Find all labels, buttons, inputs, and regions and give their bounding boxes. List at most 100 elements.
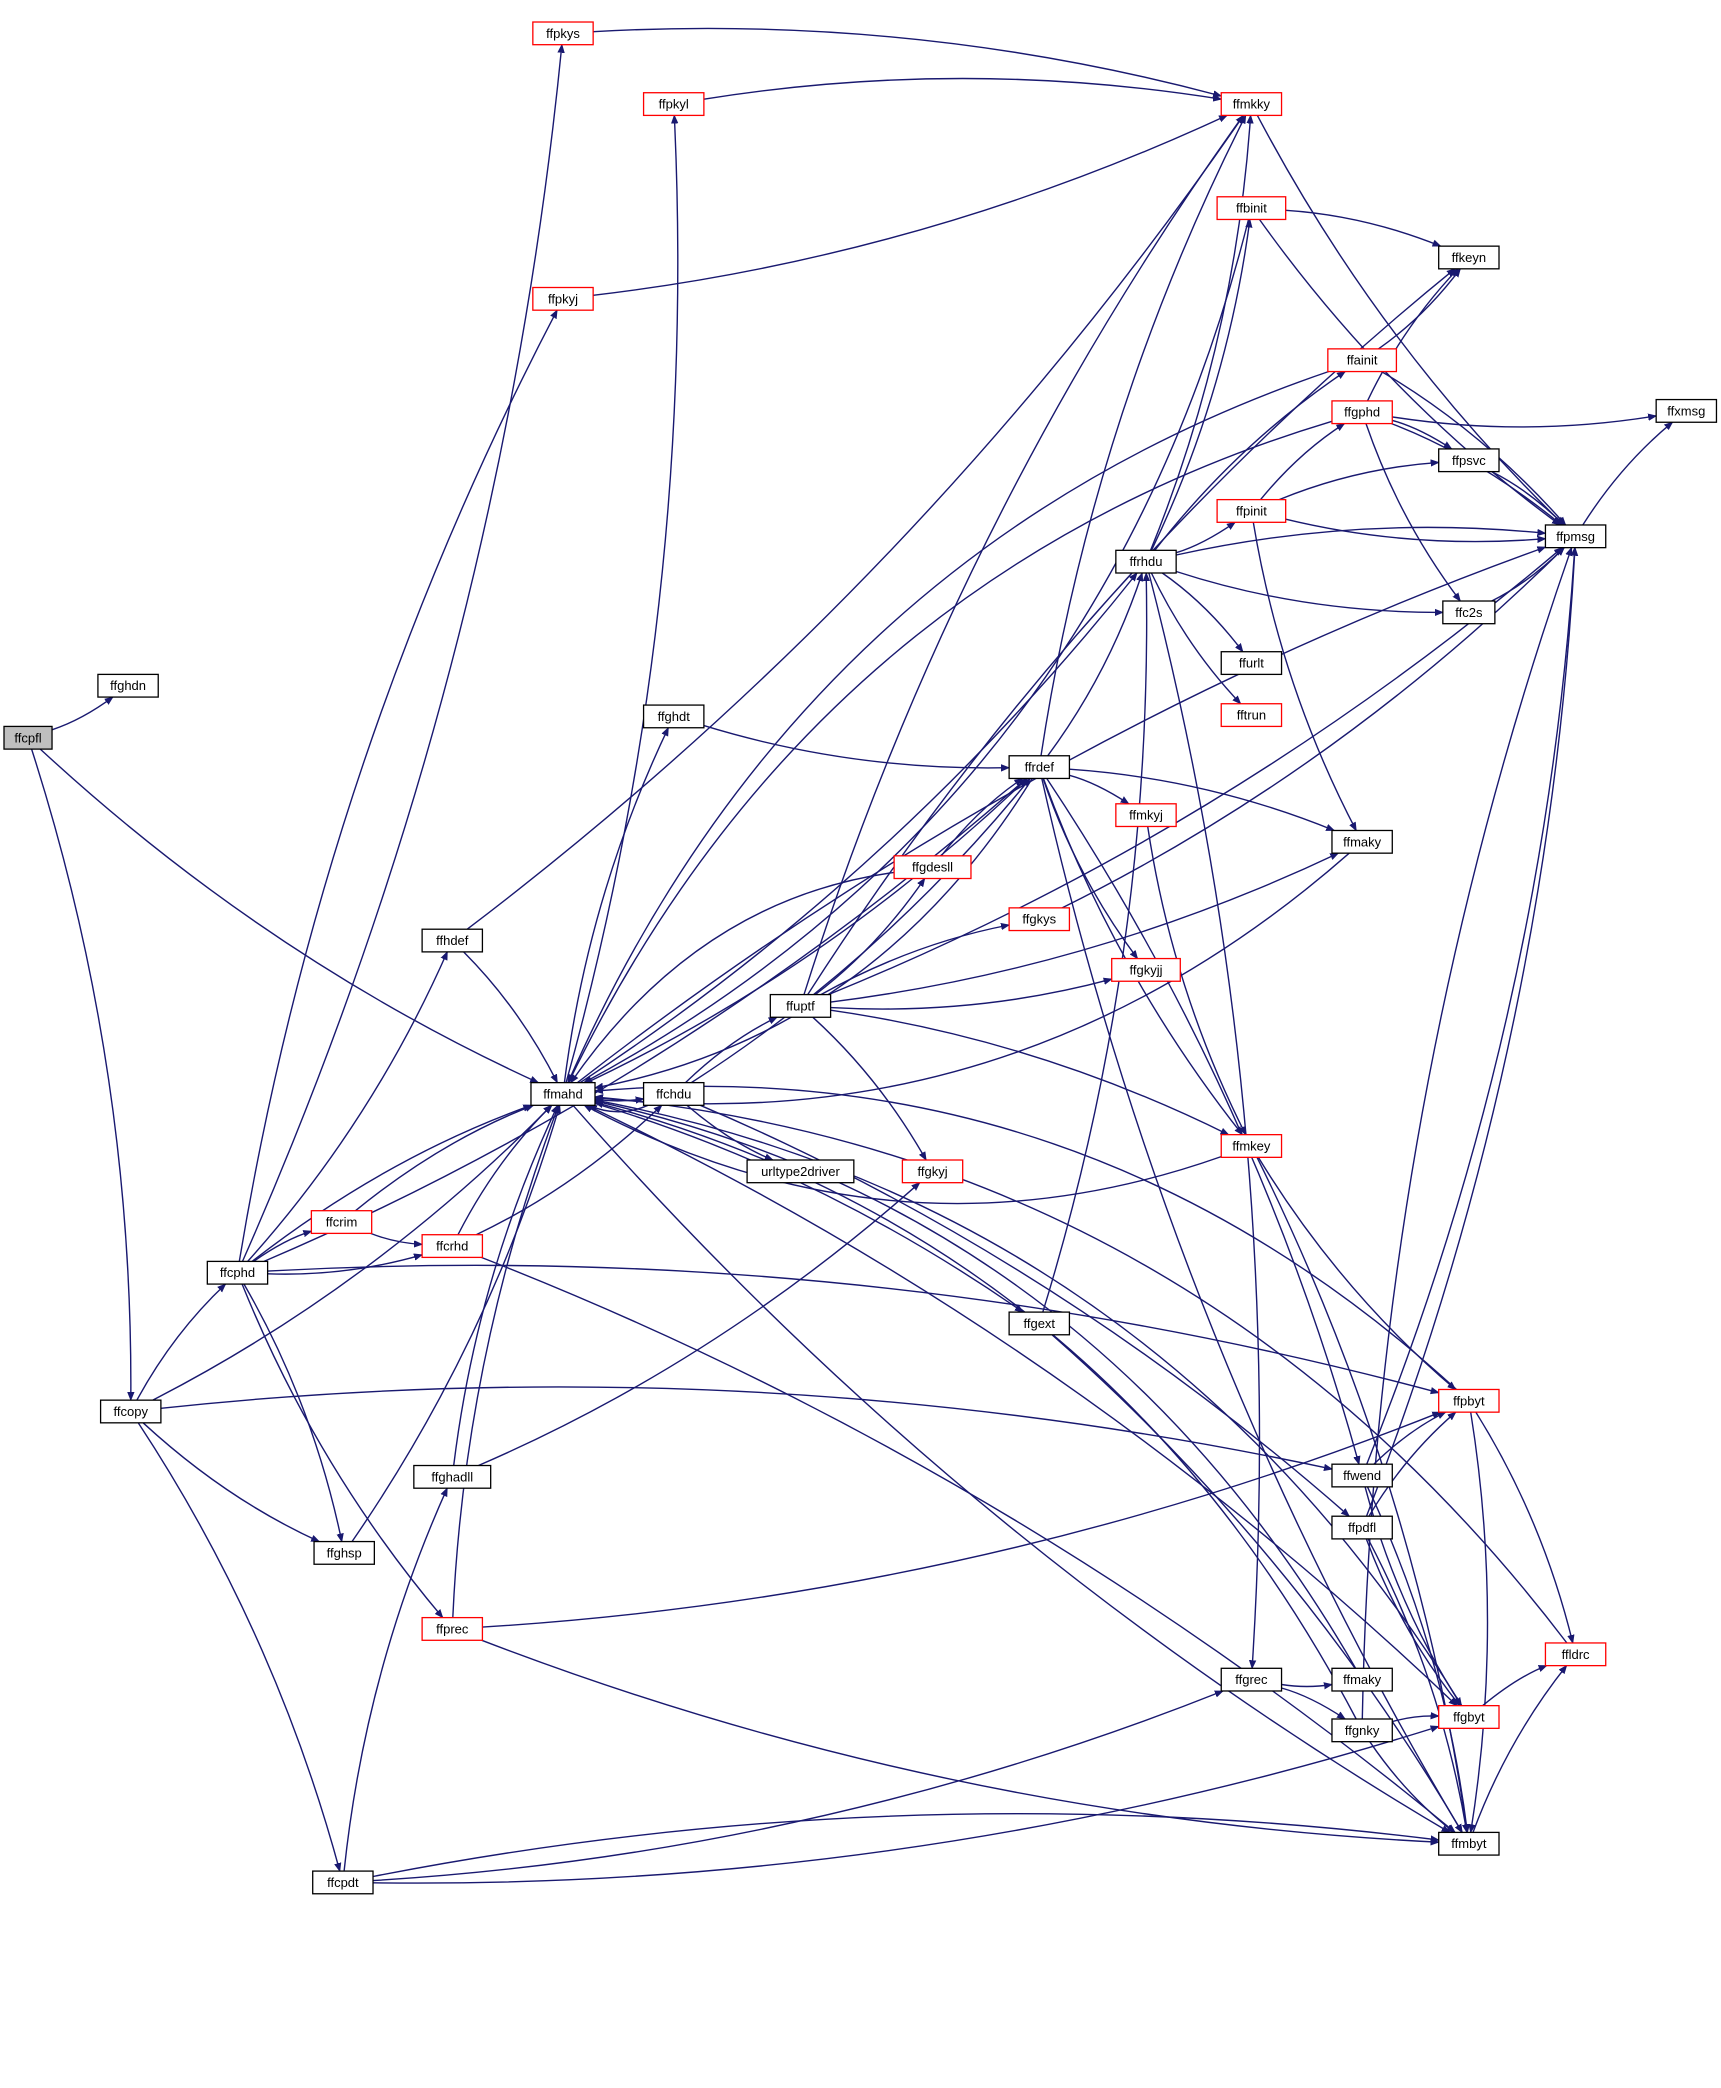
edge-ffcopy-to-ffcphd <box>136 1284 226 1401</box>
node-ffcphd[interactable]: ffcphd <box>206 1260 269 1285</box>
node-ffmbyt[interactable]: ffmbyt <box>1438 1831 1500 1856</box>
edge-ffcrim-to-ffmahd <box>355 1104 534 1212</box>
node-box <box>1438 245 1500 270</box>
node-urltype2driver[interactable]: urltype2driver <box>746 1159 855 1184</box>
edge-ffrdef-to-ffmaky <box>1069 768 1334 832</box>
node-ffmkyj[interactable]: ffmkyj <box>1115 803 1177 828</box>
node-ffcrim[interactable]: ffcrim <box>310 1210 373 1235</box>
node-box <box>312 1870 374 1895</box>
edge-ffwend-to-ffpmsg <box>1366 548 1575 1465</box>
edge-ffgrec-to-ffgnky <box>1281 1687 1346 1719</box>
node-ffgnky[interactable]: ffgnky <box>1331 1718 1393 1743</box>
node-ffcpfl[interactable]: ffcpfl <box>3 725 53 750</box>
node-ffgphd[interactable]: ffgphd <box>1331 400 1393 425</box>
edge-ffainit-to-ffkeyn <box>1378 269 1460 350</box>
node-ffkeyn[interactable]: ffkeyn <box>1438 245 1500 270</box>
edge-ffghadll-to-ffmahd <box>453 1105 559 1466</box>
node-label: ffmaky <box>1343 1672 1382 1687</box>
edges-layer <box>30 27 1673 1884</box>
node-box <box>769 993 832 1018</box>
node-label: ffcpdt <box>327 1875 359 1890</box>
node-ffuptf[interactable]: ffuptf <box>769 993 832 1018</box>
node-ffmahd[interactable]: ffmahd <box>530 1081 596 1106</box>
edge-ffuptf-to-ffmkey <box>830 1009 1229 1136</box>
node-ffurlt[interactable]: ffurlt <box>1220 651 1283 676</box>
node-ffgrec[interactable]: ffgrec <box>1220 1667 1283 1692</box>
node-ffghdt[interactable]: ffghdt <box>642 704 705 729</box>
node-label: ffpkyl <box>659 97 689 112</box>
node-ffxmsg[interactable]: ffxmsg <box>1655 398 1718 423</box>
node-box <box>1216 196 1287 221</box>
node-label: ffpkys <box>546 26 580 41</box>
node-box <box>1220 1134 1283 1158</box>
node-ffwend[interactable]: ffwend <box>1331 1463 1393 1488</box>
edge-ffchdu-to-ffmahd <box>589 1104 649 1113</box>
edge-ffpdfl-to-ffmbyt <box>1367 1538 1467 1833</box>
edge-ffgnky-to-ffmbyt <box>1369 1741 1454 1833</box>
node-ffpinit[interactable]: ffpinit <box>1216 498 1287 523</box>
node-box <box>1544 524 1607 549</box>
node-ffpkyl[interactable]: ffpkyl <box>642 92 705 117</box>
node-ffgbyt[interactable]: ffgbyt <box>1438 1705 1500 1729</box>
node-ffgkys[interactable]: ffgkys <box>1008 907 1071 932</box>
node-box <box>746 1159 855 1184</box>
node-box <box>1220 92 1283 117</box>
node-ffpmsg[interactable]: ffpmsg <box>1544 524 1607 549</box>
node-ffpdfl[interactable]: ffpdfl <box>1331 1515 1393 1540</box>
node-ffcpdt[interactable]: ffcpdt <box>312 1870 374 1895</box>
node-ffrdef[interactable]: ffrdef <box>1008 755 1071 780</box>
node-ffgkyjj[interactable]: ffgkyjj <box>1111 957 1181 982</box>
edge-ffcpdt-to-ffgbyt <box>372 1727 1439 1884</box>
node-ffghsp[interactable]: ffghsp <box>313 1540 376 1565</box>
node-ffgdesll[interactable]: ffgdesll <box>893 855 972 880</box>
node-box <box>1655 398 1718 423</box>
node-ffgext[interactable]: ffgext <box>1008 1311 1071 1336</box>
node-ffainit[interactable]: ffainit <box>1327 348 1398 373</box>
node-box <box>532 286 594 311</box>
node-fftrun[interactable]: fftrun <box>1220 703 1283 728</box>
node-ffmaky[interactable]: ffmaky <box>1331 829 1393 854</box>
node-ffmaky2[interactable]: ffmaky <box>1331 1667 1393 1692</box>
node-ffchdu[interactable]: ffchdu <box>642 1081 705 1106</box>
node-box <box>1438 1705 1500 1729</box>
edge-ffcopy-to-ffmahd <box>152 1105 552 1401</box>
node-ffrhdu[interactable]: ffrhdu <box>1115 549 1177 574</box>
edge-ffgphd-to-ffxmsg <box>1392 416 1656 428</box>
node-ffpkys[interactable]: ffpkys <box>532 21 594 46</box>
node-ffbinit[interactable]: ffbinit <box>1216 196 1287 221</box>
edge-ffhdef-to-ffmahd <box>463 951 558 1083</box>
edge-ffcopy-to-ffwend <box>160 1386 1332 1469</box>
node-label: ffcrim <box>326 1215 358 1230</box>
node-ffmkky[interactable]: ffmkky <box>1220 92 1283 117</box>
node-ffghadll[interactable]: ffghadll <box>413 1464 492 1489</box>
node-label: urltype2driver <box>761 1164 840 1179</box>
node-ffhdef[interactable]: ffhdef <box>421 928 484 953</box>
node-ffcopy[interactable]: ffcopy <box>99 1399 162 1424</box>
node-box <box>1331 400 1393 425</box>
node-box <box>893 855 972 880</box>
edge-ffcphd-to-ffpkyj <box>238 310 558 1262</box>
edge-ffprec-to-ffpbyt <box>482 1411 1440 1628</box>
node-label: ffcrhd <box>436 1239 468 1254</box>
node-box <box>530 1081 596 1106</box>
node-ffpbyt[interactable]: ffpbyt <box>1438 1388 1500 1413</box>
node-label: ffldrc <box>1562 1647 1590 1662</box>
node-ffcrhd[interactable]: ffcrhd <box>421 1234 484 1259</box>
node-ffgkyj[interactable]: ffgkyj <box>901 1159 964 1184</box>
node-ffprec[interactable]: ffprec <box>421 1616 484 1641</box>
node-ffc2s[interactable]: ffc2s <box>1442 600 1496 625</box>
node-box <box>642 92 705 117</box>
node-label: ffmkky <box>1233 97 1271 112</box>
node-ffghdn[interactable]: ffghdn <box>97 673 159 698</box>
node-box <box>1220 1667 1283 1692</box>
edge-ffcrim-to-ffcrhd <box>370 1232 423 1244</box>
node-ffpsvc[interactable]: ffpsvc <box>1438 448 1500 473</box>
edge-ffrhdu-to-ffc2s <box>1175 570 1443 613</box>
edge-ffcrhd-to-ffchdu <box>475 1105 662 1236</box>
node-ffmkey[interactable]: ffmkey <box>1220 1134 1283 1158</box>
node-ffldrc[interactable]: ffldrc <box>1544 1642 1607 1667</box>
node-ffpkyj[interactable]: ffpkyj <box>532 286 594 311</box>
edge-ffmahd-to-ffpkyl <box>565 115 679 1083</box>
edge-ffgdesll-to-ffrdef <box>940 779 1022 857</box>
edge-ffcpfl-to-ffcopy <box>30 748 131 1400</box>
